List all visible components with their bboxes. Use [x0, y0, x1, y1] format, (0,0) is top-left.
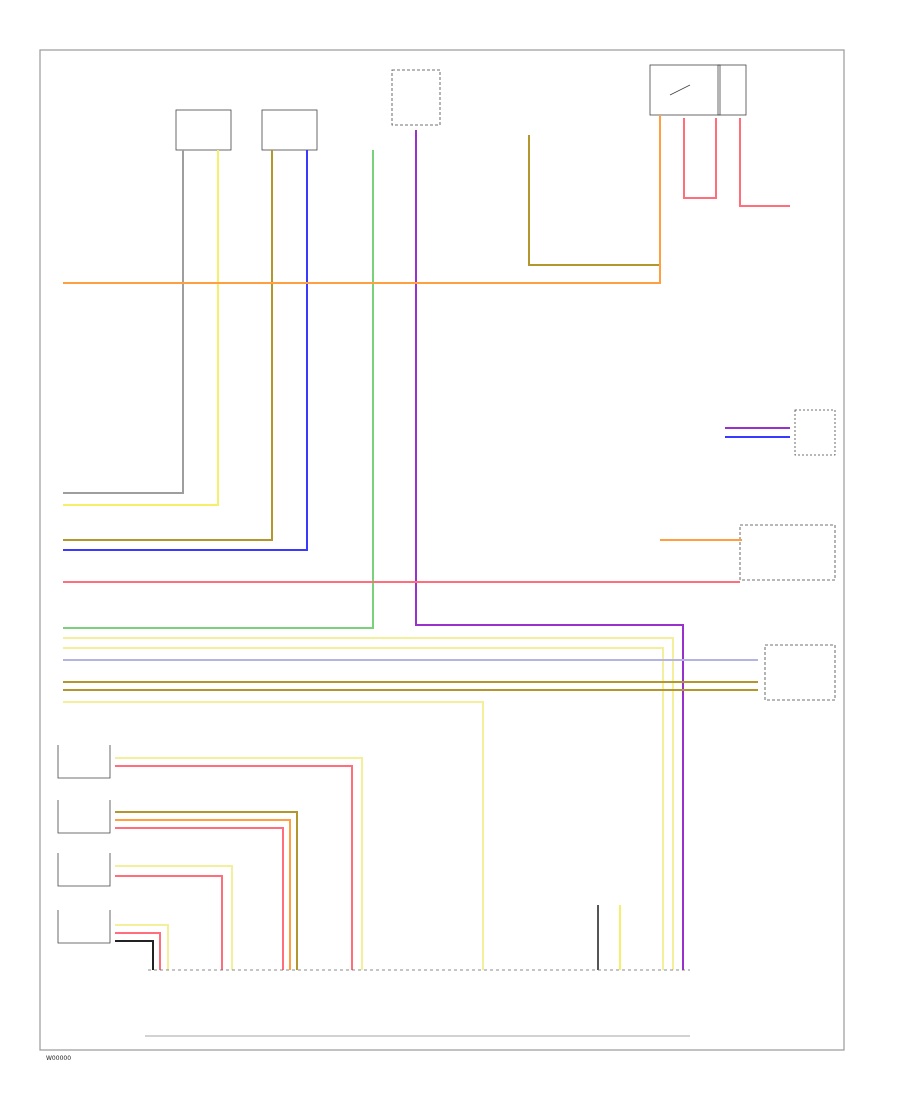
sensor-wires [115, 757, 621, 970]
relay-box [649, 64, 721, 116]
sensor2-wire-c [115, 827, 284, 970]
sensor3-wire-b [115, 875, 223, 970]
top-wires [63, 115, 790, 970]
wire-purple-vertical [415, 130, 684, 970]
wire-orange-horizontal [63, 115, 661, 284]
footer-code: W00000 [46, 1055, 71, 1062]
diagram-frame [39, 49, 845, 1051]
sensor2-wire-b [115, 819, 291, 970]
sensor3-wire-a [115, 865, 233, 970]
sensor-block-4 [57, 910, 111, 944]
wire-gray-vertical [63, 150, 184, 494]
sensor-block-1 [57, 745, 111, 779]
sensor-block-3 [57, 853, 111, 887]
wire-tan-right-loop [528, 130, 661, 266]
passenger-seat-belt-sensor-box [261, 109, 318, 151]
wire-pale-yellow-3 [63, 701, 484, 970]
relay-side-box [717, 64, 747, 116]
driver-seat-belt-sensor-box [175, 109, 232, 151]
sensor1-wire-b [115, 765, 353, 970]
sensor4-wire-c [115, 940, 154, 970]
wire-green-vertical [63, 150, 374, 629]
sensor-blocks [57, 745, 111, 944]
sensor1-wire-a [115, 757, 363, 970]
wire-tan-vertical [63, 150, 273, 541]
connector-block-small [391, 69, 441, 126]
top-components [175, 64, 836, 701]
wire-red-relay-right [739, 118, 790, 207]
sensor2-wire-a [115, 811, 298, 970]
relay-switch [669, 84, 691, 96]
wire-red-relay [683, 118, 717, 199]
wire-pale-yellow-1 [63, 637, 674, 970]
mid-wires [63, 427, 790, 970]
sensor4-wire-a [115, 924, 169, 970]
wire-pale-yellow-2 [63, 647, 664, 970]
module-box-right-top [794, 409, 836, 456]
module-box-right-mid [739, 524, 836, 581]
wire-yellow-vertical [63, 150, 219, 506]
module-box-right-lower [764, 644, 836, 701]
sensor4-wire-b [115, 932, 161, 970]
sensor-block-2 [57, 800, 111, 834]
wire-blue-vertical [63, 150, 308, 551]
